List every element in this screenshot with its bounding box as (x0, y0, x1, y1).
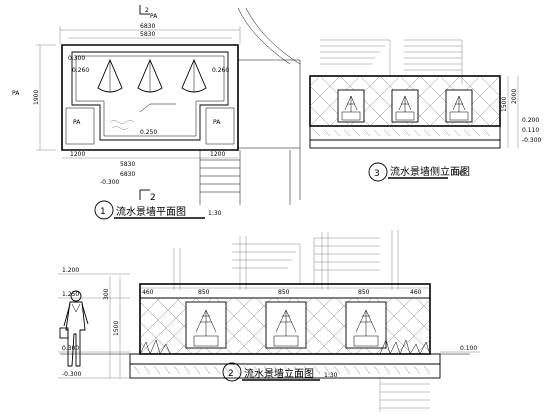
svg-text:PA: PA (213, 119, 221, 126)
front-niche-1 (185, 301, 227, 349)
front-leader-lines (232, 237, 380, 284)
fountain-cone-1 (97, 58, 123, 93)
front-view-number-circle (222, 362, 242, 382)
front-view-title: 流水景墙立面图 (244, 367, 314, 380)
side-view-scale: 1:45 (452, 170, 466, 177)
water-jets (173, 230, 399, 290)
level-front-top: 1.200 (62, 267, 79, 274)
svg-text:1.250: 1.250 (62, 291, 79, 298)
dim-plan-overall: 6830 (140, 23, 155, 30)
human-figure (59, 290, 89, 367)
front-elevation: 460 850 850 850 460 1500 300 1.200 1.250… (58, 230, 480, 412)
front-niche-3 (345, 301, 387, 349)
svg-text:6830: 6830 (120, 171, 135, 178)
side-view-number-circle (368, 162, 388, 182)
svg-text:0.260: 0.260 (212, 67, 229, 74)
plan-view-number-circle (94, 200, 114, 220)
fountain-cone-2 (137, 58, 163, 93)
level-plan-top: 0.300 (68, 55, 85, 62)
dim-side-height: 1500 (501, 97, 508, 112)
svg-text:850: 850 (278, 289, 290, 296)
svg-text:2000: 2000 (511, 89, 518, 104)
plan-view-scale: 1:30 (208, 210, 222, 217)
dim-plan-height: 1900 (33, 90, 40, 105)
svg-text:1500: 1500 (113, 321, 120, 336)
level-plan-bottom: -0.300 (100, 179, 120, 186)
side-elevation: 1500 2000 0.200 0.110 -0.300 3 流水景墙侧立面图 … (309, 39, 542, 182)
svg-text:-0.300: -0.300 (522, 137, 542, 144)
level-front-base: -0.300 (62, 371, 82, 378)
front-view-scale: 1:30 (324, 372, 338, 379)
svg-text:PA: PA (12, 90, 20, 97)
side-niche-2 (391, 89, 419, 123)
svg-text:850: 850 (358, 289, 370, 296)
front-view-number: 2 (228, 369, 234, 379)
level-plan-inner: 0.250 (140, 129, 157, 136)
plan-view: 6830 5830 PA PA PA 0.300 (12, 5, 301, 220)
svg-text:PA: PA (73, 119, 81, 126)
side-leader-lines (320, 39, 463, 84)
svg-text:0.100: 0.100 (460, 345, 477, 352)
svg-text:0.260: 0.260 (72, 67, 89, 74)
level-front-mid: 0.300 (62, 345, 79, 352)
dim-plan-right: 1200 (210, 151, 225, 158)
svg-text:850: 850 (198, 289, 210, 296)
section-marker: 2 (150, 193, 156, 203)
svg-text:2: 2 (145, 7, 149, 14)
side-niche-3 (445, 89, 473, 123)
front-niche-2 (265, 301, 307, 349)
plan-view-title: 流水景墙平面图 (116, 205, 186, 218)
side-niche-1 (337, 89, 365, 123)
svg-text:300: 300 (103, 288, 110, 300)
side-view-title: 流水景墙侧立面图 (390, 165, 470, 178)
level-side-top: 0.200 (522, 117, 539, 124)
svg-text:5830: 5830 (120, 161, 135, 168)
plan-view-number: 1 (100, 207, 106, 217)
svg-text:460: 460 (410, 289, 422, 296)
svg-text:0.110: 0.110 (522, 127, 539, 134)
svg-text:460: 460 (142, 289, 154, 296)
plan-steps (199, 150, 241, 205)
svg-text:PA: PA (150, 13, 158, 20)
fountain-cone-3 (181, 58, 207, 93)
dim-plan-inner: 5830 (140, 31, 155, 38)
dim-plan-left: 1200 (70, 151, 85, 158)
front-bottom-leaders (379, 378, 430, 412)
side-view-number: 3 (374, 169, 380, 179)
